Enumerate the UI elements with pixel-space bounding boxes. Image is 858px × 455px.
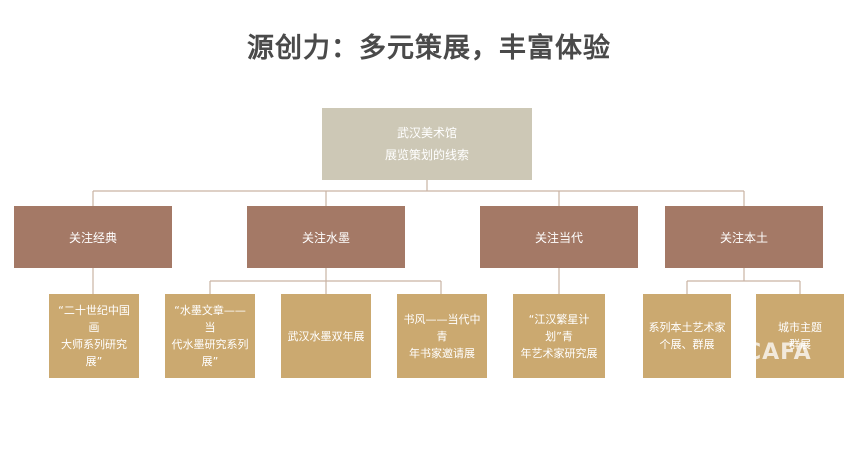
watermark-logo: CAFA: [745, 340, 812, 365]
page-title: 源创力：多元策展，丰富体验: [247, 33, 611, 64]
root-node: 武汉美术馆 展览策划的线索: [322, 108, 532, 180]
category-local: 关注本土: [665, 206, 823, 268]
leaf-line-1: “江汉繁星计划”青: [528, 312, 590, 343]
leaf-line-2: 大师系列研究展”: [61, 338, 127, 368]
leaf-line-2: 个展、群展: [659, 338, 715, 351]
category-ink: 关注水墨: [247, 206, 405, 268]
category-classic: 关注经典: [14, 206, 172, 268]
leaf-line-2: 年书家邀请展: [409, 346, 475, 360]
leaf-line-1: 城市主题: [778, 321, 822, 334]
leaf-line-1: 系列本土艺术家: [648, 321, 726, 334]
category-contemporary: 关注当代: [480, 206, 638, 268]
leaf-line-2: 代水墨研究系列展”: [171, 338, 249, 368]
leaf-ink-biennale: 武汉水墨双年展: [281, 294, 371, 378]
leaf-local-artists: 系列本土艺术家 个展、群展: [643, 294, 731, 378]
leaf-20th-century-masters: “二十世纪中国画 大师系列研究展”: [49, 294, 139, 378]
leaf-city-theme: 城市主题 群展: [756, 294, 844, 378]
root-line-2: 展览策划的线索: [384, 148, 469, 162]
leaf-ink-articles: “水墨文章——当 代水墨研究系列展”: [165, 294, 255, 378]
leaf-line-1: 书风——当代中青: [403, 312, 481, 343]
leaf-line-2: 群展: [789, 338, 811, 351]
leaf-jianghan-stars: “江汉繁星计划”青 年艺术家研究展: [513, 294, 605, 378]
root-line-1: 武汉美术馆: [396, 126, 457, 140]
leaf-line-1: “二十世纪中国画: [58, 304, 130, 334]
leaf-line-2: 年艺术家研究展: [520, 346, 598, 360]
leaf-line-1: 武汉水墨双年展: [287, 329, 365, 343]
leaf-calligraphy-invitational: 书风——当代中青 年书家邀请展: [397, 294, 487, 378]
leaf-line-1: “水墨文章——当: [174, 304, 246, 334]
